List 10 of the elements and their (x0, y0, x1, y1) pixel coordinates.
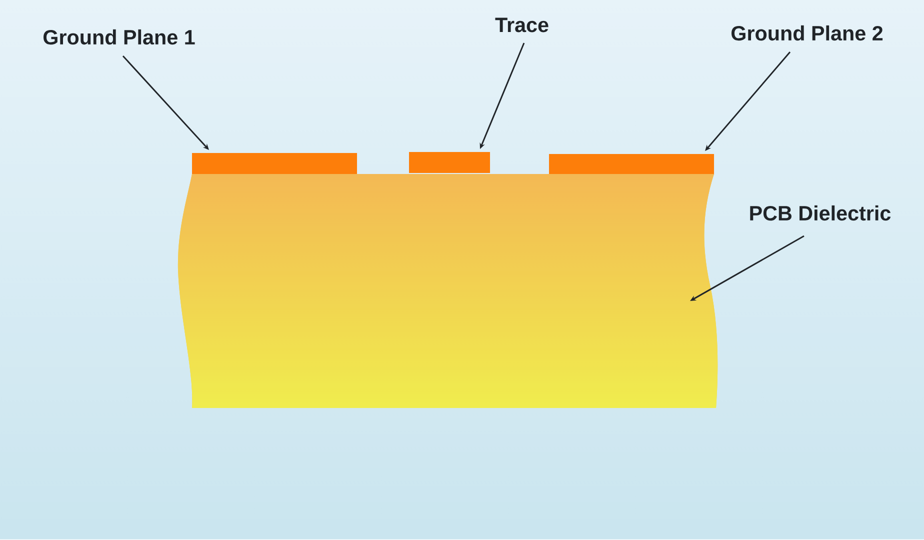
part-label: Trace (495, 18, 548, 32)
part-label: Ground Plane 2 (732, 25, 883, 41)
dielectric-slab (178, 174, 718, 408)
leader-arrow (122, 56, 209, 150)
part-label: PCB Dielectric (750, 205, 891, 221)
part-label: Ground Plane 1 (44, 29, 195, 45)
leader-arrow (705, 52, 791, 151)
copper-strip (192, 153, 357, 174)
copper-strip (409, 152, 490, 173)
copper-strip (549, 154, 714, 175)
